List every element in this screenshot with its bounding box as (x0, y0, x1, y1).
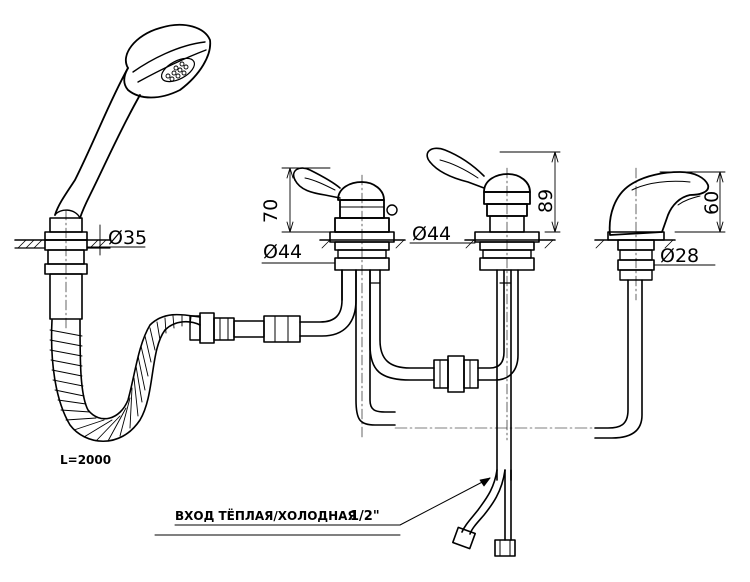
inlet-size: 1/2" (350, 509, 380, 524)
right-mixer-height-label: 89 (535, 189, 557, 213)
right-mixer (409, 147, 561, 481)
middle-coupling (433, 269, 519, 393)
spout-height-label: 60 (701, 191, 723, 215)
inlet-text: ВХОД ТЁПЛАЯ/ХОЛОДНАЯ (175, 508, 357, 523)
handset-diameter-label: Ø35 (108, 227, 147, 249)
hose-length-label: L=2000 (60, 453, 111, 467)
left-mixer (261, 167, 435, 441)
hose-connector (189, 269, 357, 344)
right-mixer-diameter-label: Ø44 (412, 223, 451, 245)
hand-shower (14, 23, 212, 331)
inlet-hoses (452, 469, 516, 557)
left-mixer-height-label: 70 (260, 199, 282, 223)
spout-diameter-label: Ø28 (660, 245, 699, 267)
spout (594, 167, 726, 439)
left-mixer-diameter-label: Ø44 (263, 241, 302, 263)
shower-hose (49, 313, 201, 443)
inlet-leader (154, 477, 491, 536)
